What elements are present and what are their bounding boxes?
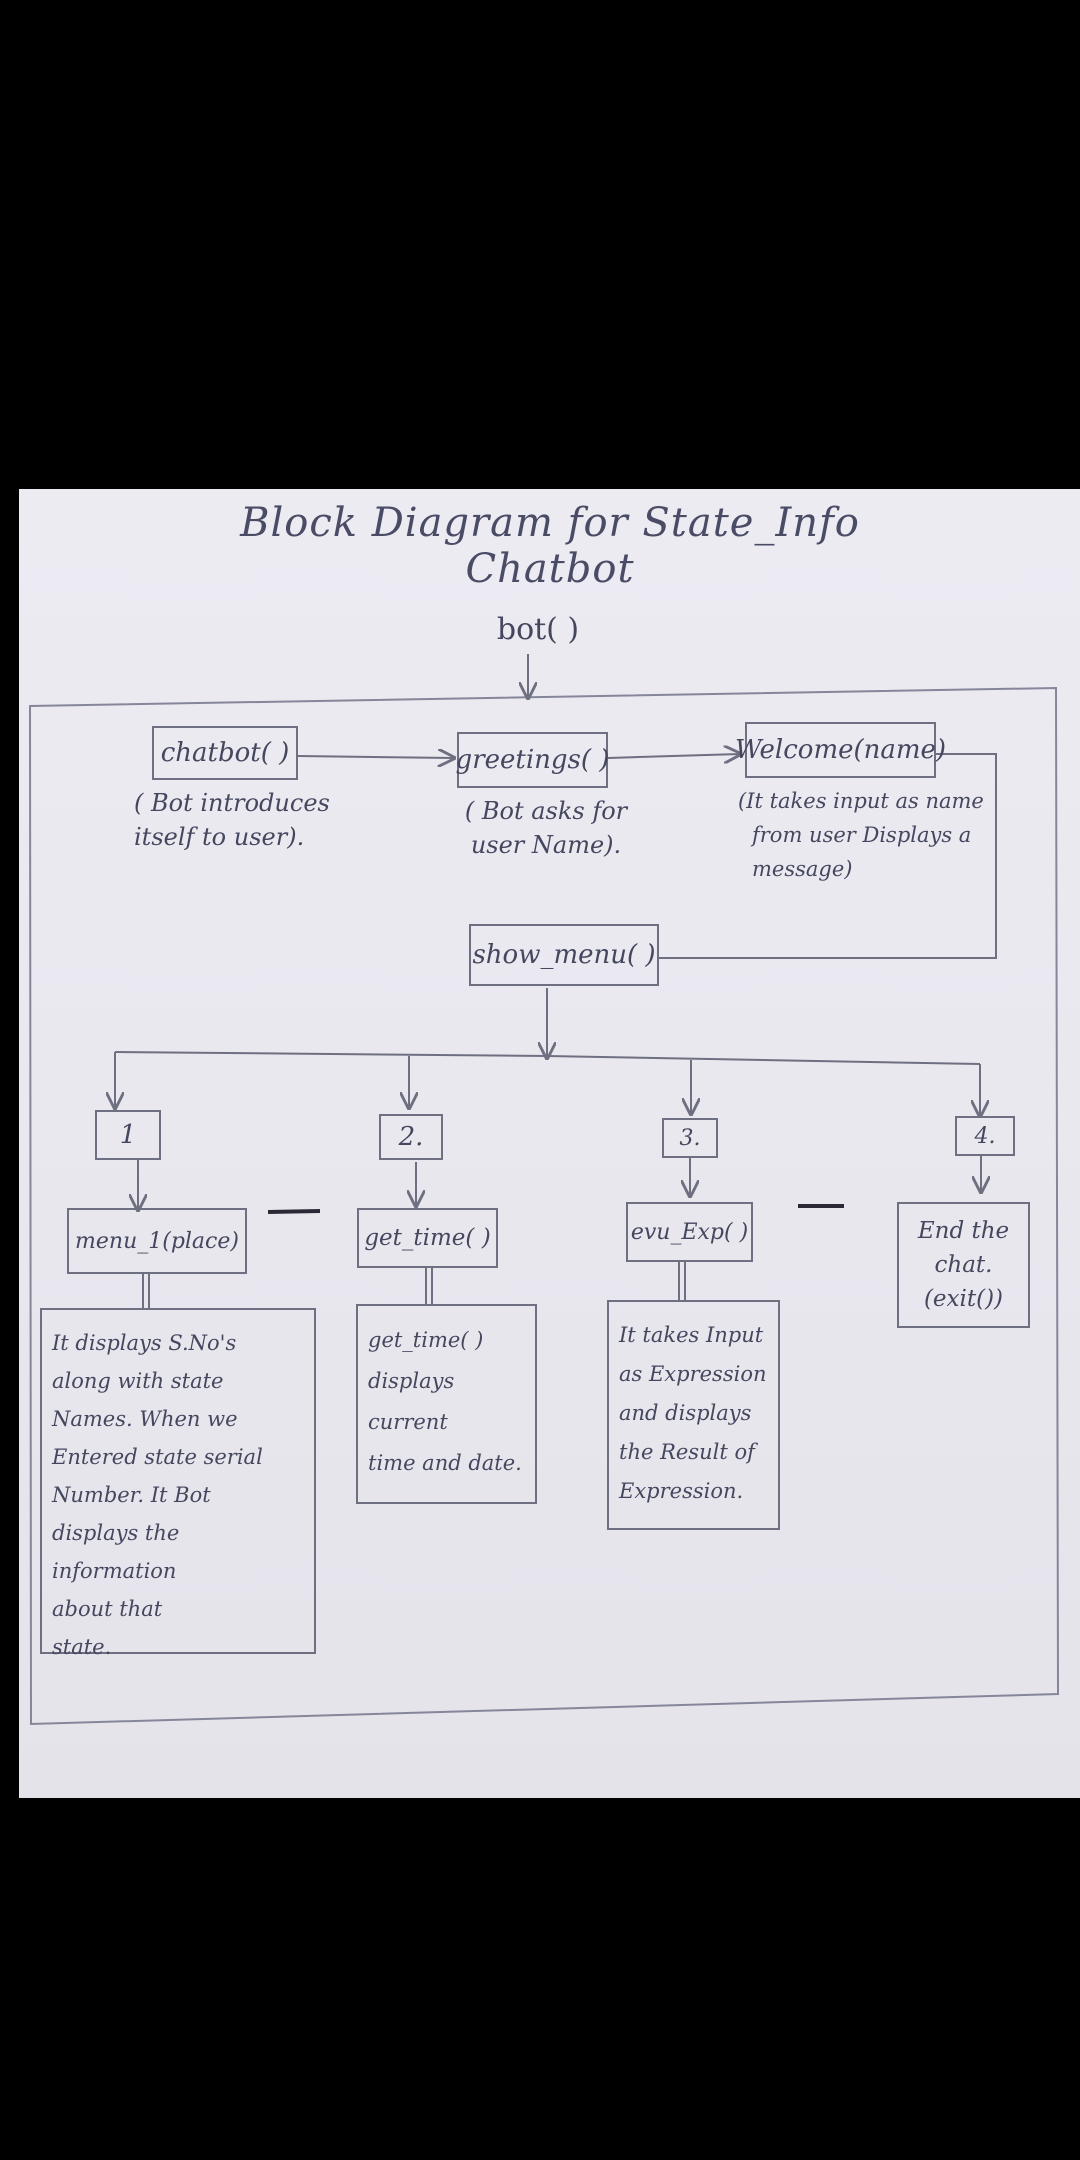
end-chat-line: (exit()) [923, 1286, 1004, 1312]
welcome-to-showmenu-line [659, 753, 997, 959]
greetings-node: greetings( ) [456, 732, 609, 788]
evu-exp-description-line: and displays [619, 1401, 752, 1425]
evu-exp-description-line: as Expression [619, 1362, 767, 1386]
chatbot-to-greetings-arrow [297, 756, 454, 758]
welcome-note-line: from user Displays a message) [752, 823, 972, 881]
evu-exp-description-line: the Result of [619, 1440, 755, 1464]
get-time-description-line: time and date. [368, 1451, 522, 1475]
option-2-box: 2. [379, 1114, 443, 1160]
option-4-box: 4. [955, 1116, 1015, 1156]
greetings-note: ( Bot asks for user Name). [446, 794, 646, 862]
welcome-note: (It takes input as name from user Displa… [738, 784, 1068, 886]
welcome-note-line: (It takes input as name [738, 789, 984, 813]
evu-exp-description: It takes Input as Expression and display… [607, 1300, 780, 1530]
end-chat-line: chat. [934, 1252, 993, 1278]
chatbot-note-line: ( Bot introduces [134, 789, 330, 817]
option-3-box: 3. [662, 1118, 718, 1158]
menu1-description-line: It displays S.No's [52, 1331, 237, 1355]
chatbot-note: ( Bot introduces itself to user). [134, 786, 344, 854]
menu1-description-line: Entered state serial [52, 1445, 263, 1469]
welcome-node: Welcome(name) [735, 722, 946, 778]
evu-exp-description-line: It takes Input [619, 1323, 764, 1347]
paper-sheet [19, 489, 1080, 1798]
get-time-node: get_time( ) [357, 1208, 498, 1268]
end-chat-line: End the [917, 1218, 1010, 1244]
menu1-description: It displays S.No's along with state Name… [40, 1308, 316, 1659]
option-1-box: 1 [95, 1110, 161, 1160]
get-time-description-line: displays current [368, 1369, 455, 1434]
menu1-description-line: about that [52, 1597, 163, 1621]
bot-entry-label: bot( ) [496, 612, 580, 647]
get-time-description-line: get_time( ) [368, 1328, 484, 1352]
menu1-description-line: displays the information [52, 1521, 180, 1583]
menu1-description-line: Names. When we [52, 1407, 238, 1431]
evu-exp-node: evu_Exp( ) [626, 1202, 753, 1262]
diagram-title: Block Diagram for State_Info Chatbot [240, 500, 860, 592]
menu1-description-line: along with state [52, 1369, 224, 1393]
menu1-description-line: Number. It Bot [52, 1483, 211, 1507]
menu1-description-line: state. [52, 1635, 112, 1659]
outer-frame [28, 686, 1060, 1726]
menu-branch-line [114, 1051, 981, 1065]
chatbot-note-line: itself to user). [134, 823, 305, 851]
menu1-node: menu_1(place) [67, 1208, 247, 1274]
greetings-note-line: user Name). [470, 831, 622, 859]
greetings-note-line: ( Bot asks for [464, 797, 628, 825]
show-menu-node: show_menu( ) [469, 924, 659, 986]
get-time-description: get_time( ) displays current time and da… [356, 1304, 537, 1504]
chatbot-node: chatbot( ) [152, 726, 298, 780]
end-chat-node: End the chat. (exit()) [897, 1202, 1030, 1328]
greetings-to-welcome-arrow [607, 754, 740, 758]
evu-exp-description-line: Expression. [619, 1479, 744, 1503]
